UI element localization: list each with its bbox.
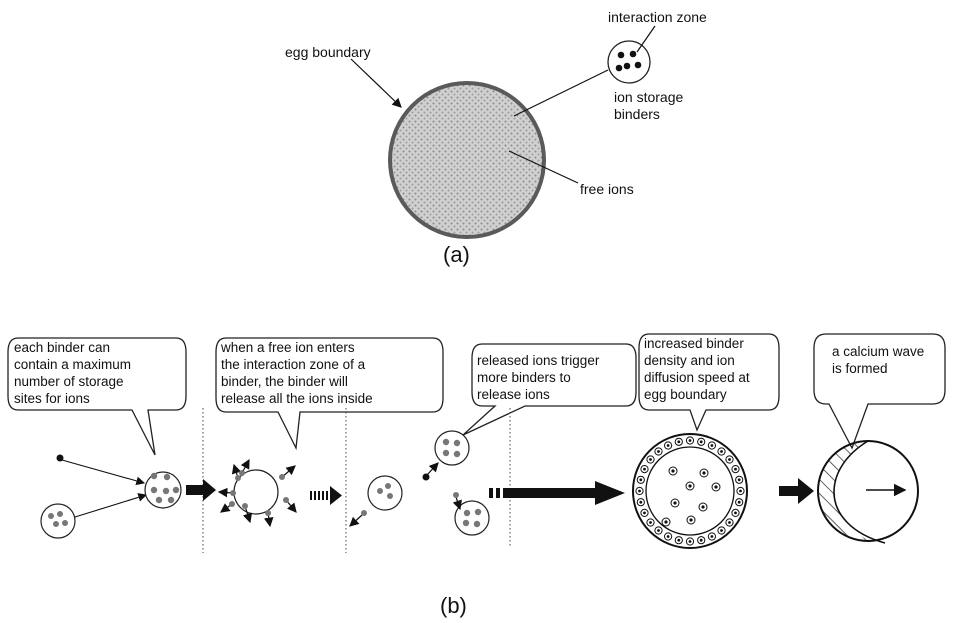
callout-line: more binders to <box>477 370 571 385</box>
label-interaction-zone: interaction zone <box>608 9 707 25</box>
boundary-binder <box>654 447 663 456</box>
inner-binder <box>661 517 671 527</box>
inner-binder <box>686 515 696 525</box>
boundary-binders <box>635 436 745 546</box>
callout-line: the interaction zone of a <box>221 357 366 372</box>
binder <box>434 430 470 466</box>
callout-line: density and ion <box>644 353 735 368</box>
callout-bubble-3 <box>462 343 637 436</box>
leader-free-ions <box>508 150 579 184</box>
boundary-binder <box>646 518 655 527</box>
boundary-binder <box>646 455 655 464</box>
boundary-binder <box>731 508 740 518</box>
ion-path <box>349 514 363 527</box>
boundary-binder <box>674 437 683 446</box>
inner-binder <box>668 466 678 476</box>
panel-b <box>7 333 946 553</box>
callout-line: each binder can <box>14 340 111 355</box>
boundary-binder <box>736 486 745 496</box>
boundary-binder <box>685 436 695 445</box>
callout-line: sites for ions <box>14 391 90 406</box>
label-free-ions: free ions <box>580 181 634 197</box>
boundary-binder <box>697 536 706 545</box>
caption-a: (a) <box>443 242 470 267</box>
leader-egg-boundary <box>350 58 402 108</box>
binder-inset <box>607 40 651 84</box>
boundary-binder <box>717 526 726 535</box>
ion-path <box>426 462 439 476</box>
callout-line: egg boundary <box>644 387 727 402</box>
leader-interaction-zone <box>636 25 656 53</box>
boundary-binder <box>664 532 673 541</box>
callout-line: diffusion speed at <box>644 370 750 385</box>
boundary-binder <box>654 526 663 535</box>
panel-a <box>350 25 656 239</box>
egg-with-dense-boundary <box>632 433 748 549</box>
callout-bubble-4 <box>638 333 780 432</box>
boundary-binder <box>636 498 645 507</box>
inner-binder <box>685 481 695 491</box>
wave-region <box>818 441 885 541</box>
callout-bubble-1 <box>7 337 187 456</box>
egg-cell <box>388 81 546 239</box>
callout-line: increased binder <box>644 336 744 351</box>
boundary-binder <box>725 455 734 464</box>
boundary-binder <box>664 441 673 450</box>
callout-line: is formed <box>832 361 888 376</box>
free-ion <box>56 454 64 462</box>
boundary-binder <box>725 518 734 527</box>
inner-binder <box>698 502 708 512</box>
binder-path <box>74 493 148 518</box>
boundary-binder <box>735 475 744 484</box>
inner-binder <box>699 468 709 478</box>
callout-line: binder, the binder will <box>221 374 348 389</box>
boundary-binder <box>635 486 644 496</box>
callout-bubble-2 <box>215 337 444 451</box>
boundary-binder <box>697 437 706 446</box>
transition-arrow-2 <box>310 486 342 505</box>
callout-line: when a free ion enters <box>221 340 355 355</box>
boundary-binder <box>640 508 649 518</box>
boundary-binder <box>640 465 649 474</box>
binder <box>40 503 76 539</box>
inner-binder <box>711 482 721 492</box>
boundary-binder <box>707 532 717 541</box>
boundary-binder <box>735 498 744 507</box>
transition-arrow-1 <box>186 479 216 501</box>
callout-line: released ions trigger <box>477 353 600 368</box>
boundary-binder <box>707 441 717 450</box>
leader-binder <box>513 69 609 117</box>
calcium-wave-egg <box>817 440 919 544</box>
boundary-binder <box>731 465 740 474</box>
wave-front <box>833 440 886 544</box>
callout-line: release all the ions inside <box>221 391 373 406</box>
transition-arrow-4 <box>779 478 814 504</box>
label-ion-storage-binders-1: ion storage <box>614 89 684 105</box>
callout-line: contain a maximum <box>14 357 132 372</box>
label-ion-storage-binders-2: binders <box>614 106 660 122</box>
transition-arrow-3 <box>489 481 625 505</box>
ion-path <box>61 459 146 486</box>
callout-line: release ions <box>477 387 550 402</box>
callout-line: number of storage <box>14 374 124 389</box>
caption-b: (b) <box>440 593 467 618</box>
inner-binder <box>670 498 680 508</box>
boundary-binder <box>674 536 683 545</box>
inner-binders <box>661 466 721 527</box>
binder <box>454 500 490 536</box>
boundary-binder <box>685 537 695 546</box>
label-egg-boundary: egg boundary <box>285 44 371 60</box>
ion-path <box>452 496 462 511</box>
binder <box>367 475 403 511</box>
callout-bubble-5 <box>813 333 946 450</box>
boundary-binder <box>717 447 726 456</box>
boundary-binder <box>636 475 645 484</box>
callout-line: a calcium wave <box>832 344 925 359</box>
